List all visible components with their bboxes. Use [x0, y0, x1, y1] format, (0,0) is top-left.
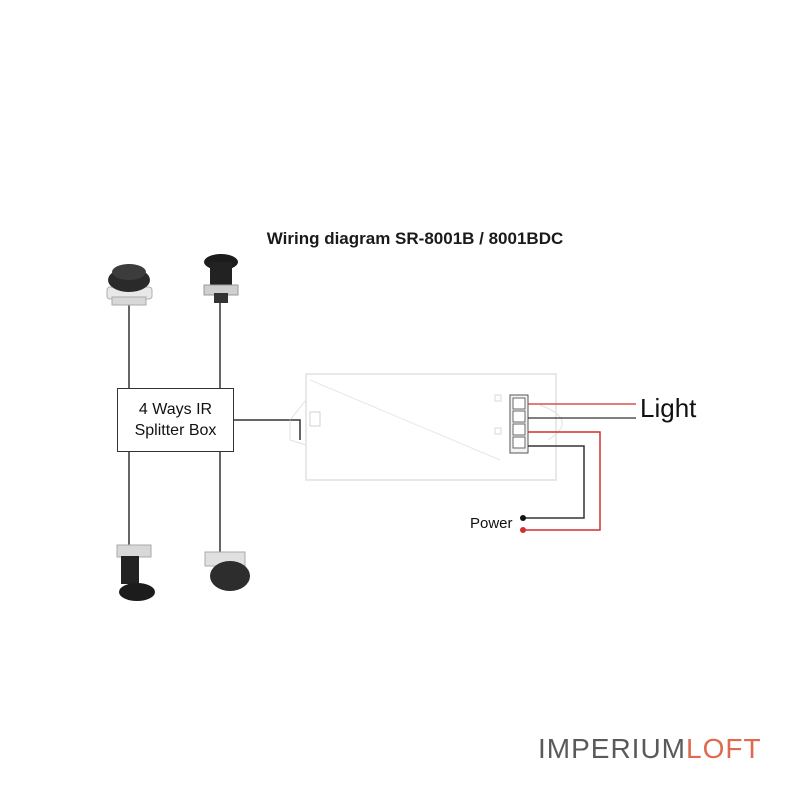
wire-power-red — [523, 431, 601, 531]
diagram-title: Wiring diagram SR-8001B / 8001BDC — [266, 229, 564, 248]
terminal-block — [509, 394, 529, 454]
splitter-label-line1: 4 Ways IR — [138, 401, 213, 418]
ir-receiver-top-right — [203, 254, 239, 303]
ir-receiver-top-left — [106, 264, 153, 306]
power-label: Power — [470, 515, 513, 532]
splitter-label-line2: Splitter Box — [134, 422, 217, 439]
watermark-logo: IMPERIUMLOFT — [538, 733, 762, 765]
light-label: Light — [640, 393, 697, 423]
power-terminal-negative — [520, 515, 526, 521]
ir-splitter-box: 4 Ways IR Splitter Box — [117, 388, 234, 452]
controller-unit — [289, 373, 563, 481]
ir-receiver-bottom-left — [116, 544, 155, 601]
power-terminal-positive — [520, 527, 526, 533]
wire-splitter-to-controller — [234, 419, 301, 440]
watermark-part1: IMPERIUM — [538, 733, 686, 764]
watermark-part2: LOFT — [686, 733, 762, 764]
wire-power-black — [523, 445, 585, 519]
ir-receiver-bottom-right — [204, 551, 250, 591]
